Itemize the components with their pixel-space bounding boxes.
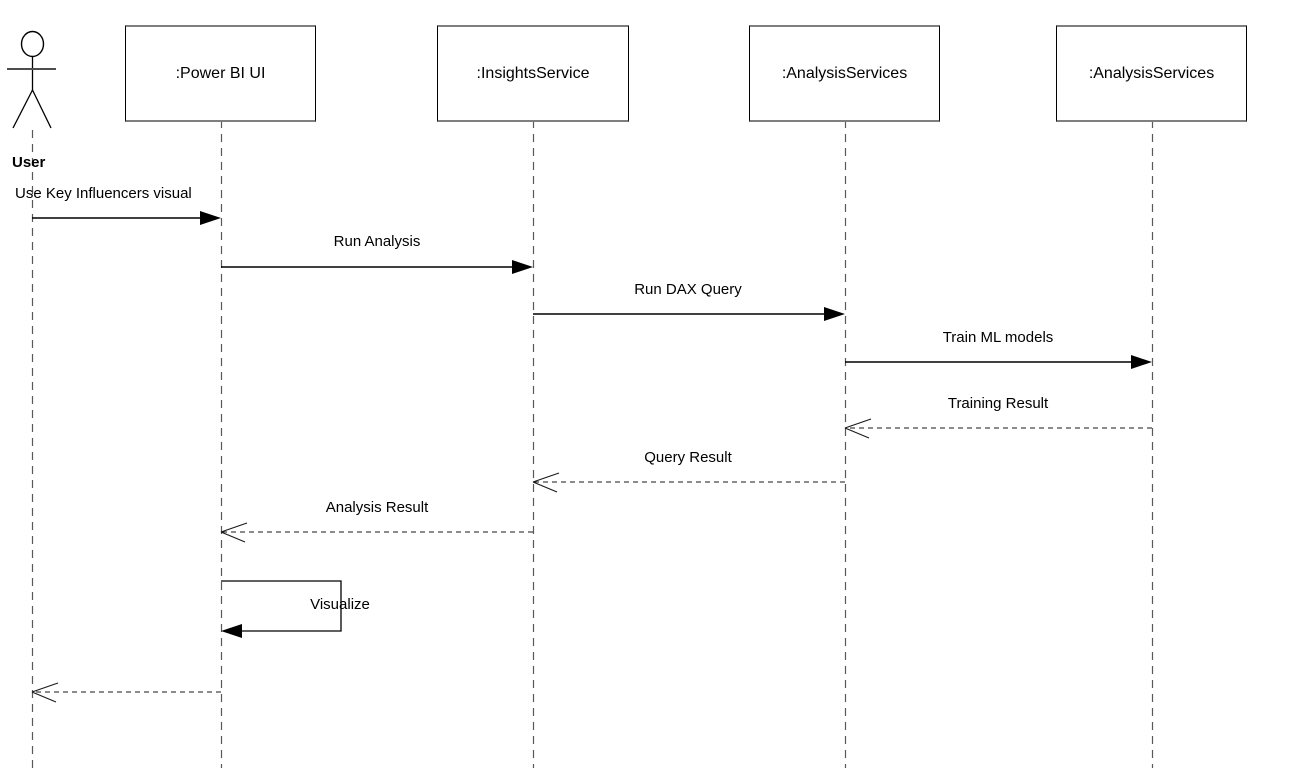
- arrow-visualize-self: [221, 580, 342, 638]
- arrow-return-to-user: [31, 682, 221, 703]
- participant-power-bi-ui: :Power BI UI: [125, 25, 316, 122]
- arrow-use-key-influencers: [32, 211, 221, 225]
- actor-name: User: [12, 154, 46, 171]
- message-label-use-key-influencers: Use Key Influencers visual: [15, 185, 192, 202]
- message-label-train-ml-models: Train ML models: [942, 329, 1054, 346]
- participant-insights-service: :InsightsService: [437, 25, 629, 122]
- message-label-visualize: Visualize: [310, 596, 370, 613]
- arrow-train-ml-models: [845, 355, 1152, 369]
- actor-icon: [7, 30, 56, 129]
- arrow-analysis-result: [220, 522, 533, 543]
- message-label-run-analysis: Run Analysis: [333, 233, 421, 250]
- arrow-run-analysis: [221, 260, 533, 274]
- arrow-training-result: [844, 418, 1152, 439]
- participant-label: :AnalysisServices: [1088, 64, 1215, 82]
- arrow-run-dax-query: [533, 307, 845, 321]
- participant-analysis-services-1: :AnalysisServices: [749, 25, 940, 122]
- participant-label: :AnalysisServices: [781, 64, 908, 82]
- message-label-analysis-result: Analysis Result: [325, 499, 429, 516]
- message-label-run-dax-query: Run DAX Query: [634, 281, 742, 298]
- arrow-query-result: [532, 472, 845, 493]
- participant-analysis-services-2: :AnalysisServices: [1056, 25, 1247, 122]
- message-label-query-result: Query Result: [644, 449, 732, 466]
- message-label-training-result: Training Result: [947, 395, 1049, 412]
- participant-label: :InsightsService: [476, 64, 590, 82]
- participant-label: :Power BI UI: [175, 64, 266, 82]
